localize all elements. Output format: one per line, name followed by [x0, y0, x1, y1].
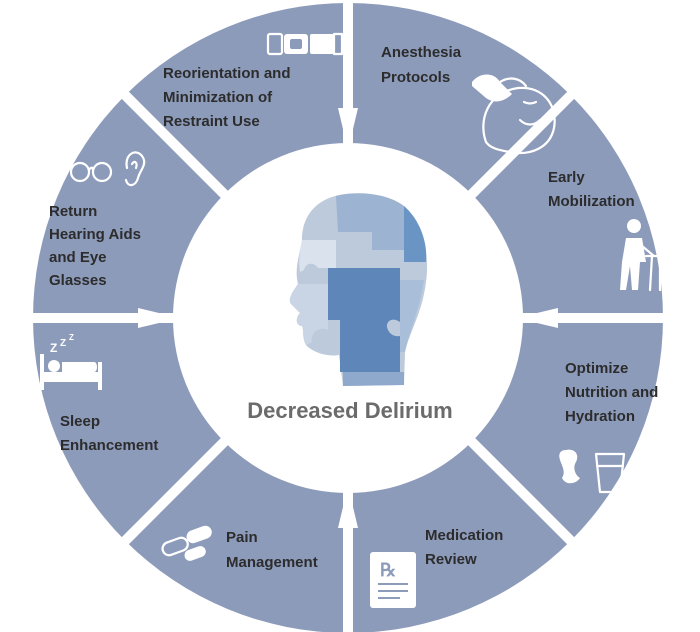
- puzzle-head-illustration: [289, 193, 428, 386]
- pills-icon: [161, 525, 212, 561]
- prescription-icon: ℞: [370, 552, 416, 608]
- label-return-hearing-aids: Return Hearing Aids and Eye Glasses: [49, 203, 145, 289]
- svg-text:Z: Z: [69, 333, 74, 342]
- label-medication-review: Medication Review: [425, 527, 508, 568]
- label-reorientation: Reorientation and Minimization of Restra…: [163, 65, 295, 130]
- apple-core-and-glass-icon: [559, 440, 626, 494]
- svg-text:Z: Z: [50, 341, 57, 355]
- label-early-mobilization: Early Mobilization: [548, 169, 635, 210]
- label-optimize-nutrition: Optimize Nutrition and Hydration: [565, 360, 663, 425]
- svg-text:℞: ℞: [380, 560, 396, 580]
- glasses-and-ear-icon: [64, 151, 146, 187]
- sleeping-in-bed-icon: Z Z Z: [40, 333, 102, 390]
- patient-with-mask-icon: [472, 74, 556, 155]
- person-with-walker-icon: [620, 219, 662, 292]
- label-anesthesia: Anesthesia Protocols: [381, 44, 465, 86]
- svg-text:Z: Z: [60, 338, 66, 349]
- center-label: Decreased Delirium: [247, 398, 452, 423]
- label-sleep-enhancement: Sleep Enhancement: [60, 413, 158, 454]
- restraint-buckle-icon: [266, 32, 344, 56]
- label-pain-management: Pain Management: [226, 529, 318, 571]
